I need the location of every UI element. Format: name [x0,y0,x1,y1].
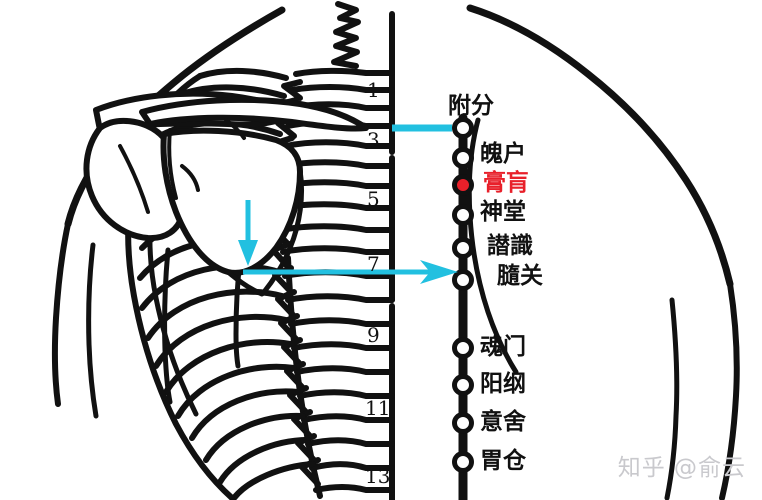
acupoint-marker-6[interactable] [452,337,474,359]
scapula-down-arrow-head [238,240,258,266]
right-shoulder-contour [466,4,734,288]
cervical-spinous-processes [331,1,361,69]
acupoint-marker-4[interactable] [452,237,474,259]
t7-arrow-head [420,260,458,284]
acupoint-label-2: 膏肓 [483,170,529,196]
rib-16 [203,412,306,463]
vertebra-number-9: 9 [367,323,380,347]
rib-18 [231,461,316,500]
bladder-meridian-group [452,113,474,500]
acupoint-label-3: 神堂 [480,199,526,225]
vertebra-number-13: 13 [365,464,391,488]
rib-13 [163,339,293,395]
scapula-crease-2 [167,128,178,200]
acupoint-marker-3[interactable] [452,204,474,226]
glenoid-notch [180,164,200,192]
scapula-blade [160,127,303,276]
left-arm-inner-line-1 [86,242,99,419]
acupoint-label-6: 魂门 [480,334,526,360]
coracoid-notch [224,118,246,140]
rib-17 [217,437,311,485]
acupoint-label-7: 阳纲 [480,371,526,397]
clavicle [139,96,369,132]
right-flank-contour [719,281,740,500]
vertebra-number-11: 11 [365,396,391,420]
acupoint-label-5: 膸关 [497,263,543,289]
scapula-medial-border [261,167,305,295]
scapula-inferior-angle [225,269,265,297]
acupoint-marker-1[interactable] [452,147,474,169]
vertebra-number-1: 1 [367,78,380,102]
vertebra-number-3: 3 [367,128,380,152]
body-outline-group [51,4,740,500]
acupoint-marker-0[interactable] [452,117,474,139]
vertebra-number-5: 5 [367,187,380,211]
rib-14 [175,363,297,419]
right-waist-inner-line [664,297,680,500]
acupoint-label-1: 魄户 [480,141,526,167]
acupoint-marker-7[interactable] [452,374,474,396]
vertebra-number-7: 7 [367,252,380,276]
left-outer-arm-line [51,221,71,407]
rib-1 [197,67,289,81]
acupoint-marker-5[interactable] [452,269,474,291]
acupoint-marker-2[interactable] [452,174,474,196]
acupoint-label-0: 附分 [448,93,494,119]
acupoint-marker-8[interactable] [452,412,474,434]
acupoint-label-9: 胃仓 [480,448,526,474]
acupoint-circles [452,117,474,473]
acupoint-marker-9[interactable] [452,451,474,473]
scapula-group [83,90,369,297]
watermark: 知乎 @俞云 [617,455,746,481]
scapula-crease-1 [118,144,150,214]
rib-15 [189,388,301,441]
acupoint-label-8: 意舍 [480,409,526,435]
annotation-arrows-group [238,124,458,284]
left-arm-inner-line-2 [162,247,173,405]
acupoint-label-4: 譛識 [487,233,533,259]
rib-12 [153,313,289,369]
